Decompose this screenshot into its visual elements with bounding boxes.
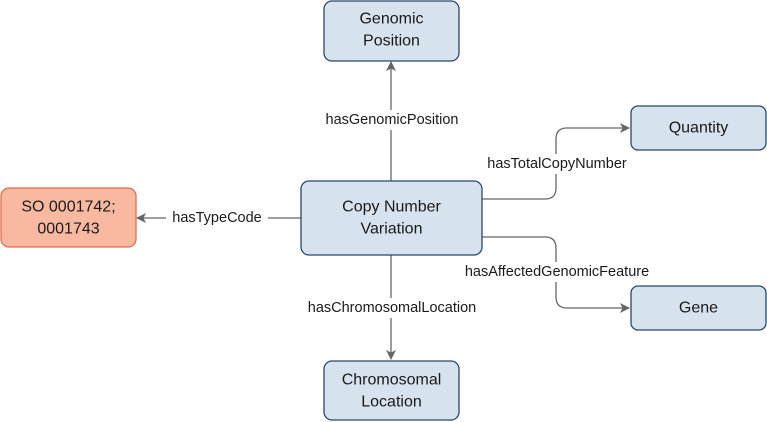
edge-label-has-type-code: hasTypeCode xyxy=(172,210,261,226)
node-label: Location xyxy=(361,394,422,411)
node-box xyxy=(630,285,767,331)
edge-label-has-genomic-position: hasGenomicPosition xyxy=(326,112,459,128)
node-box xyxy=(323,0,460,62)
edge-label-bg xyxy=(316,110,468,130)
node-quantity[interactable]: Quantity xyxy=(630,105,767,151)
edge-has-genomic-position[interactable]: hasGenomicPosition xyxy=(316,61,468,181)
node-label: Gene xyxy=(679,300,718,317)
node-box xyxy=(300,180,483,256)
edge-label-bg xyxy=(476,154,638,174)
node-label: Quantity xyxy=(669,120,729,137)
node-label: SO 0001742; xyxy=(21,199,115,216)
edge-label-bg xyxy=(295,298,489,318)
edge-has-type-code[interactable]: hasTypeCode xyxy=(136,208,301,228)
node-label: Position xyxy=(363,33,420,50)
node-label: Genomic xyxy=(359,11,423,28)
node-so-type-code[interactable]: SO 0001742; 0001743 xyxy=(0,187,137,248)
edge-has-affected-genomic-feature[interactable]: hasAffectedGenomicFeature xyxy=(451,236,663,313)
edge-label-has-total-copy-number: hasTotalCopyNumber xyxy=(487,156,627,172)
node-genomic-position[interactable]: Genomic Position xyxy=(323,0,460,62)
node-box xyxy=(323,360,460,421)
edge-has-chromosomal-location[interactable]: hasChromosomalLocation xyxy=(295,255,489,360)
node-label: Variation xyxy=(361,221,423,238)
node-chromosomal-location[interactable]: Chromosomal Location xyxy=(323,360,460,421)
edge-label-bg xyxy=(166,208,268,228)
node-box xyxy=(0,187,137,248)
node-label: Chromosomal xyxy=(342,372,442,389)
node-gene[interactable]: Gene xyxy=(630,285,767,331)
node-copy-number-variation[interactable]: Copy Number Variation xyxy=(300,180,483,256)
edge-label-has-affected-genomic-feature: hasAffectedGenomicFeature xyxy=(465,264,649,280)
edges: hasGenomicPosition hasTypeCode hasTotalC… xyxy=(136,61,663,360)
edge-has-total-copy-number[interactable]: hasTotalCopyNumber xyxy=(476,123,638,200)
node-label: 0001743 xyxy=(37,221,99,238)
edge-label-has-chromosomal-location: hasChromosomalLocation xyxy=(308,300,476,316)
node-box xyxy=(630,105,767,151)
node-label: Copy Number xyxy=(342,199,441,216)
edge-label-bg xyxy=(451,262,663,282)
